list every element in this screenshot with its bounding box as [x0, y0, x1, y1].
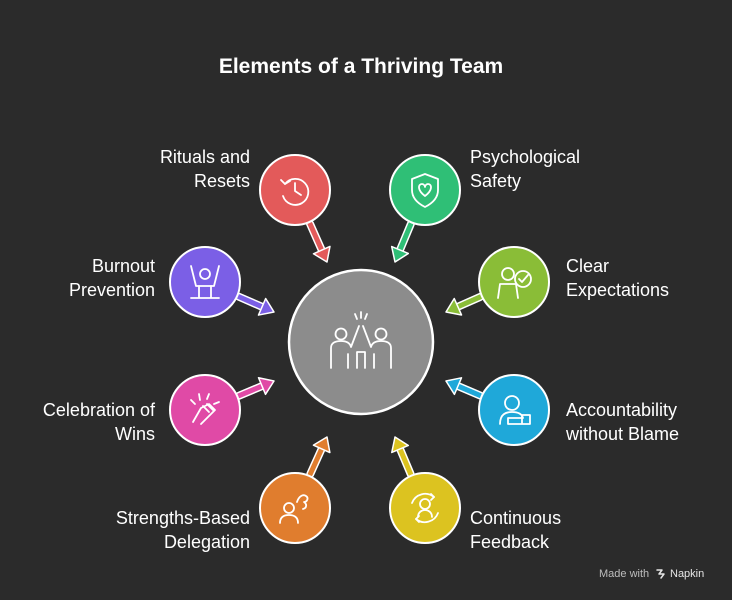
- person-strength-icon: [279, 494, 309, 524]
- person-cycle-icon: [411, 492, 439, 524]
- nodes-layer: [169, 154, 550, 544]
- psychological-safety-label-line: Psychological: [470, 147, 580, 167]
- celebration-of-wins-node: [169, 374, 241, 446]
- shield-heart-icon: [411, 173, 439, 208]
- accountability-without-blame-arrow: [445, 377, 484, 400]
- clear-expectations-label-line: Clear: [566, 256, 609, 276]
- clear-expectations-label-line: Expectations: [566, 280, 669, 300]
- diagram-title: Elements of a Thriving Team: [219, 55, 503, 78]
- burnout-prevention-node: [169, 246, 241, 318]
- psychological-safety-arrow: [390, 220, 415, 263]
- accountability-without-blame-label-line: without Blame: [565, 424, 679, 444]
- accountability-without-blame-label: Accountability without Blame: [565, 400, 679, 444]
- continuous-feedback-label-line: Feedback: [470, 532, 550, 552]
- accountability-without-blame-node: [478, 374, 550, 446]
- strengths-based-delegation-node: [259, 472, 331, 544]
- footer-made-with: Made with: [599, 568, 649, 580]
- person-check-icon: [497, 267, 532, 299]
- rituals-and-resets-arrow: [306, 219, 331, 263]
- strengths-based-delegation-arrow: [306, 436, 331, 479]
- center-circle: [287, 268, 435, 416]
- person-support-icon: [190, 265, 220, 299]
- handshake-cheer-icon: [190, 393, 220, 425]
- celebration-of-wins-label-line: Wins: [115, 424, 155, 444]
- continuous-feedback-arrow: [391, 436, 415, 478]
- continuous-feedback-label-line: Continuous: [470, 508, 561, 528]
- strengths-based-delegation-label-line: Strengths-Based: [116, 508, 250, 528]
- center-node: [287, 268, 435, 416]
- continuous-feedback-node: [389, 472, 461, 544]
- footer: Made with Napkin: [599, 568, 704, 580]
- history-clock-icon: [280, 177, 310, 206]
- rituals-and-resets-label-line: Rituals and: [160, 147, 250, 167]
- psychological-safety-node: [389, 154, 461, 226]
- strengths-based-delegation-label-line: Delegation: [164, 532, 250, 552]
- psychological-safety-label-line: Safety: [470, 171, 521, 191]
- clear-expectations-node: [478, 246, 550, 318]
- burnout-prevention-arrow: [234, 292, 275, 316]
- rituals-and-resets-label-line: Resets: [194, 171, 250, 191]
- celebration-of-wins-label-line: Celebration of: [43, 400, 156, 420]
- celebration-of-wins-arrow: [235, 376, 275, 400]
- arrows-layer: [234, 219, 485, 479]
- high-five-icon: [330, 311, 392, 369]
- footer-brand: Napkin: [670, 568, 704, 580]
- accountability-without-blame-label-line: Accountability: [566, 400, 677, 420]
- rituals-and-resets-node: [259, 154, 331, 226]
- person-podium-icon: [499, 395, 531, 425]
- clear-expectations-arrow: [445, 292, 485, 316]
- napkin-logo-icon: [656, 569, 665, 579]
- burnout-prevention-label-line: Burnout: [92, 256, 155, 276]
- celebration-of-wins-label: Celebration of Wins: [43, 400, 156, 444]
- burnout-prevention-label-line: Prevention: [69, 280, 155, 300]
